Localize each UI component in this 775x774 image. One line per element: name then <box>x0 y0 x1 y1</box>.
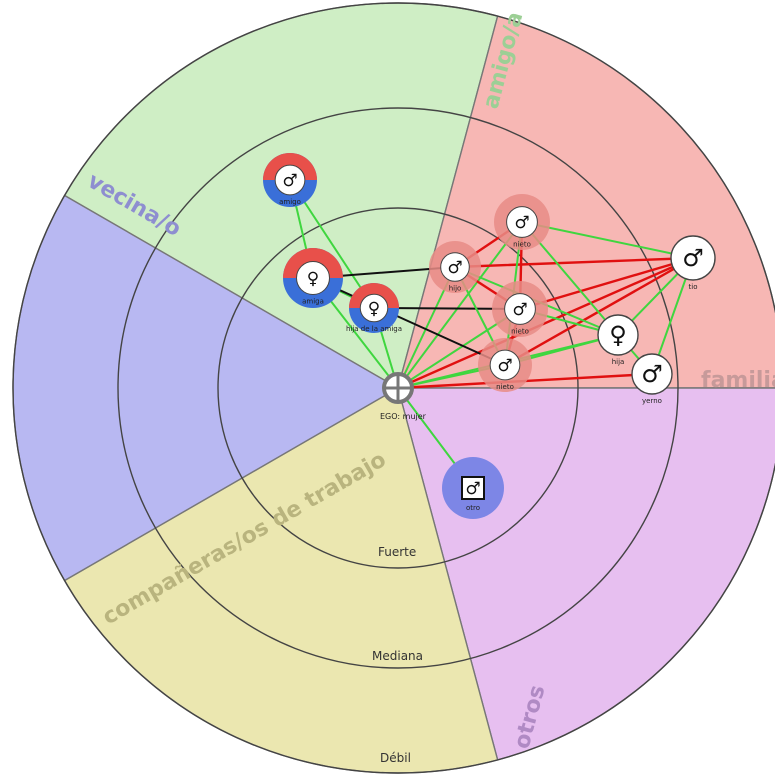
node-label-yerno: yerno <box>642 397 662 405</box>
edge-ego-tio <box>396 256 695 390</box>
male-icon: ♂ <box>447 258 462 278</box>
male-icon: ♂ <box>514 213 529 233</box>
node-label-otro: otro <box>466 504 480 512</box>
ring-label-strong: Fuerte <box>378 545 416 559</box>
ring-strong <box>217 207 579 569</box>
ego-label: EGO: mujer <box>380 412 427 421</box>
sector-label-familia: familia <box>701 368 775 393</box>
male-icon: ♂ <box>497 356 512 376</box>
node-label-nieto1: nieto <box>513 240 531 248</box>
male-icon: ♂ <box>641 360 663 388</box>
node-label-nieto2: nieto <box>511 327 529 335</box>
edge-ego-nieto1 <box>397 221 523 389</box>
node-nieto1[interactable]: ♂ nieto <box>494 194 550 250</box>
node-nieto2[interactable]: ♂ nieto <box>492 281 548 337</box>
edge-nieto1-tio <box>521 221 694 259</box>
ring-medium <box>117 107 679 669</box>
ring-weak <box>12 2 775 774</box>
male-icon: ♂ <box>682 244 704 272</box>
female-icon: ♀ <box>609 321 627 349</box>
male-icon: ♂ <box>512 300 527 320</box>
node-label-hija_amiga: hija de la amiga <box>346 325 402 333</box>
ego-node[interactable] <box>382 372 414 404</box>
node-label-amiga: amiga <box>302 298 324 306</box>
edge-nieto2-tio <box>518 256 695 311</box>
node-label-hijo: hijo <box>449 284 462 292</box>
node-label-tio: tio <box>689 283 698 291</box>
edge-amiga-nieto3 <box>312 277 506 366</box>
male-icon: ♂ <box>465 479 480 499</box>
node-label-hija: hija <box>612 358 625 366</box>
node-tio[interactable]: ♂ tio <box>670 235 716 291</box>
ring-label-weak: Débil <box>380 751 411 765</box>
node-yerno[interactable]: ♂ yerno <box>631 353 673 405</box>
female-icon: ♀ <box>307 269 319 289</box>
female-icon: ♀ <box>368 299 380 319</box>
node-label-nieto3: nieto <box>496 383 514 391</box>
male-icon: ♂ <box>282 171 297 191</box>
node-hijo[interactable]: ♂ hijo <box>429 241 481 293</box>
node-hija_amiga[interactable]: ♀ hija de la amiga <box>346 283 402 333</box>
node-label-amigo: amigo <box>279 198 301 206</box>
node-amiga[interactable]: ♀ amiga <box>283 248 343 308</box>
node-otro[interactable]: ♂ otro <box>442 457 504 519</box>
edge-hijo-tio <box>453 256 695 269</box>
node-nieto3[interactable]: ♂ nieto <box>478 338 532 392</box>
node-amigo[interactable]: ♂ amigo <box>263 153 317 207</box>
ring-label-medium: Mediana <box>372 649 423 663</box>
node-hija[interactable]: ♀ hija <box>597 314 639 366</box>
